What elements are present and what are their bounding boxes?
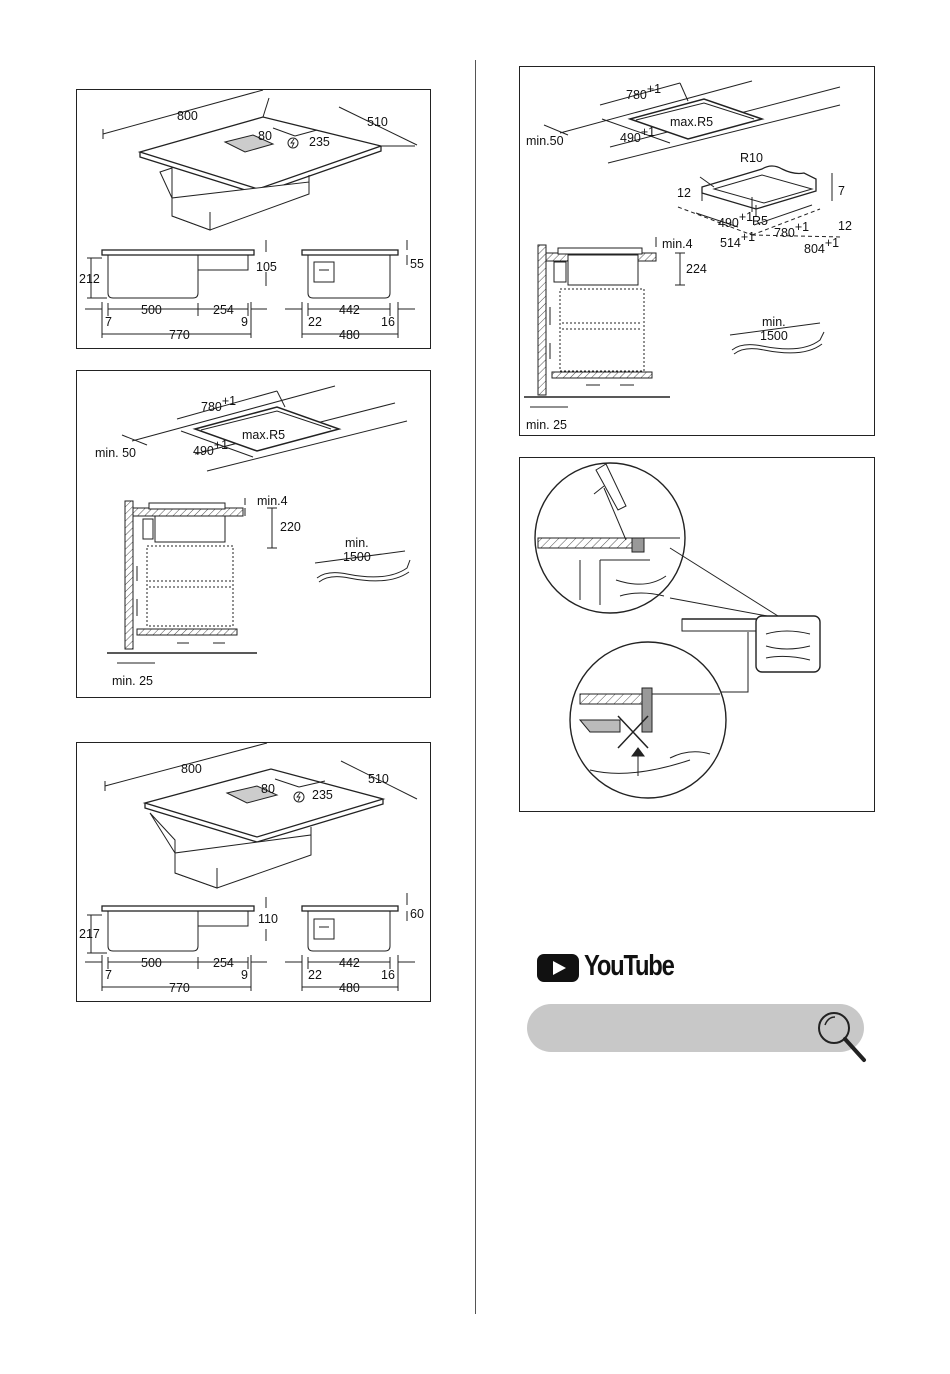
dim-power: 235 xyxy=(309,135,330,149)
dim-w1: 500 xyxy=(141,303,162,317)
dim-side-total: 480 xyxy=(339,328,360,342)
youtube-wordmark: YouTube xyxy=(584,950,674,983)
dim-cable: 1500 xyxy=(760,329,788,343)
dim-height: 220 xyxy=(280,520,301,534)
dim-w2: 254 xyxy=(213,956,234,970)
dim-side-left: 22 xyxy=(308,315,322,329)
figure-cutout-installation-2: 780+1 490+1 max.R5 min.50 R10 12 7 12 49… xyxy=(519,66,875,436)
dim-cut-width: 780+1 xyxy=(201,394,236,414)
dim-in-depth: 490+1 xyxy=(718,210,753,230)
dim-edge: min. 50 xyxy=(95,446,136,460)
dim-cable-label: min. xyxy=(345,536,369,550)
dim-front-top: 105 xyxy=(256,260,277,274)
dim-off-right: 9 xyxy=(241,968,248,982)
dim-w-total: 770 xyxy=(169,328,190,342)
youtube-logo: YouTube xyxy=(537,950,677,986)
figure-hob-dimensions-1: 800 510 80 235 212 105 500 254 7 9 770 5… xyxy=(76,89,431,349)
dim-w-total: 770 xyxy=(169,981,190,995)
dim-power: 235 xyxy=(312,788,333,802)
dim-in-width: 780+1 xyxy=(774,220,809,240)
dim-out-width: 804+1 xyxy=(804,236,839,256)
dim-side-top: 60 xyxy=(410,907,424,921)
dim-radius: max.R5 xyxy=(242,428,285,442)
hob-top-glass xyxy=(140,117,381,189)
dim-height: 224 xyxy=(686,262,707,276)
dim-radius: max.R5 xyxy=(670,115,713,129)
dim-wall: min. 25 xyxy=(112,674,153,688)
worktop-block xyxy=(756,616,820,672)
dim-gap: min.4 xyxy=(662,237,693,251)
figure-hob-dimensions-2: 800 510 80 235 217 110 500 254 7 9 770 6… xyxy=(76,742,431,1002)
dim-frame-right: 12 xyxy=(838,219,852,233)
youtube-play-icon xyxy=(537,954,579,982)
dim-front-top: 110 xyxy=(258,912,278,926)
dim-w1: 500 xyxy=(141,956,162,970)
dim-depth: 510 xyxy=(367,115,388,129)
figure-sealing-detail xyxy=(519,457,875,812)
dim-depth: 510 xyxy=(368,772,389,786)
dim-side-total: 480 xyxy=(339,981,360,995)
dim-off-left: 7 xyxy=(105,968,112,982)
dim-wall: min. 25 xyxy=(526,418,567,432)
dim-cut-depth: 490+1 xyxy=(620,125,655,145)
dim-off-left: 7 xyxy=(105,315,112,329)
dim-r5: R5 xyxy=(752,214,768,228)
dim-cut-width: 780+1 xyxy=(626,82,661,102)
dim-edge: min.50 xyxy=(526,134,564,148)
dim-cable: 1500 xyxy=(343,550,371,564)
hob-top-glass xyxy=(145,769,383,837)
dim-width: 800 xyxy=(177,109,198,123)
dim-frame-left: 12 xyxy=(677,186,691,200)
magnifier-icon[interactable] xyxy=(812,1008,872,1068)
dim-side-top: 55 xyxy=(410,257,424,271)
dim-frame-height: 7 xyxy=(838,184,845,198)
dim-w2: 254 xyxy=(213,303,234,317)
figure-cutout-installation-1: 780+1 490+1 max.R5 min. 50 min.4 220 min… xyxy=(76,370,431,698)
dim-off-right: 9 xyxy=(241,315,248,329)
dim-side-right: 16 xyxy=(381,315,395,329)
dim-cut-depth: 490+1 xyxy=(193,438,228,458)
dim-cable-label: min. xyxy=(762,315,786,329)
dim-width: 800 xyxy=(181,762,202,776)
dim-vent: 80 xyxy=(258,129,272,143)
dim-gap: min.4 xyxy=(257,494,288,508)
dim-side-w: 442 xyxy=(339,303,360,317)
dim-side-right: 16 xyxy=(381,968,395,982)
dim-side-w: 442 xyxy=(339,956,360,970)
column-divider xyxy=(475,60,476,1314)
dim-out-depth: 514+1 xyxy=(720,230,755,250)
dim-vent: 80 xyxy=(261,782,275,796)
dim-side-left: 22 xyxy=(308,968,322,982)
dim-front-height: 212 xyxy=(79,272,100,286)
dim-front-height: 217 xyxy=(79,927,100,941)
dim-r10: R10 xyxy=(740,151,763,165)
